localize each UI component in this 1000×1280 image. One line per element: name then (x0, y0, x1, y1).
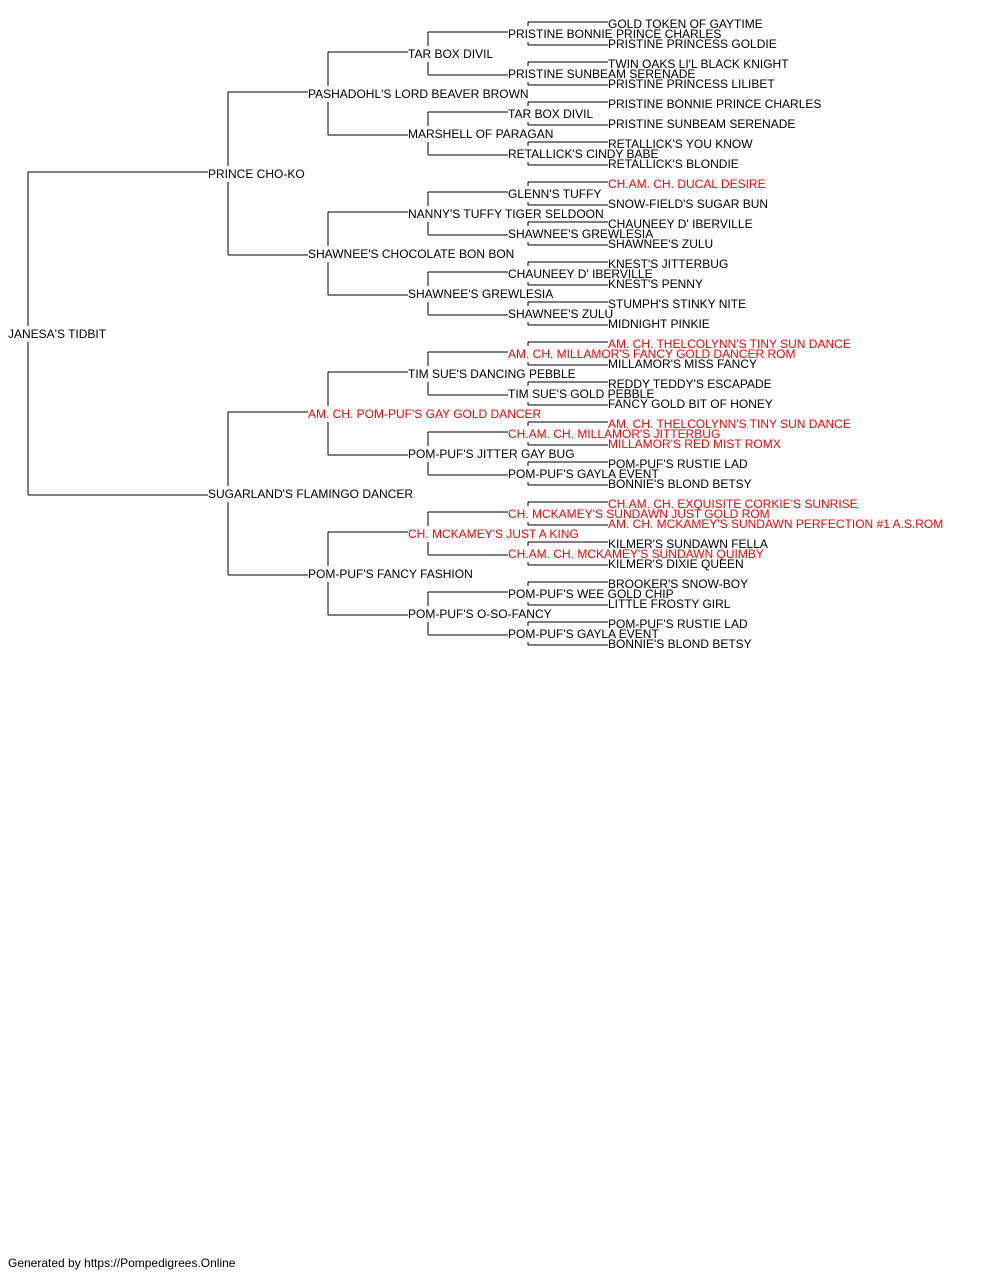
ancestor-name-gen5: BROOKER'S SNOW-BOY (608, 577, 748, 591)
ancestor-name-gen5: BONNIE'S BLOND BETSY (608, 477, 752, 491)
ancestor-name-gen5: KNEST'S JITTERBUG (608, 257, 728, 271)
ancestor-name-gen4: RETALLICK'S CINDY BABE (508, 147, 659, 161)
generated-by-footer: Generated by https://Pompedigrees.Online (8, 1256, 236, 1270)
ancestor-name-gen5-champion: CH.AM. CH. EXQUISITE CORKIE'S SUNRISE (608, 497, 858, 511)
ancestor-name-gen3: MARSHELL OF PARAGAN (408, 127, 553, 141)
ancestor-name-gen5: RETALLICK'S BLONDIE (608, 157, 739, 171)
pedigree-connectors (27, 21, 608, 646)
ancestor-name-gen0: JANESA'S TIDBIT (8, 327, 107, 341)
ancestor-name-gen2-champion: AM. CH. POM-PUF'S GAY GOLD DANCER (308, 407, 542, 421)
ancestor-name-gen5: CHAUNEEY D' IBERVILLE (608, 217, 753, 231)
ancestor-name-gen5-champion: AM. CH. MCKAMEY'S SUNDAWN PERFECTION #1 … (608, 517, 943, 531)
ancestor-name-gen3: NANNY'S TUFFY TIGER SELDOON (408, 207, 604, 221)
ancestor-name-gen4-champion: CH.AM. CH. MILLAMOR'S JITTERBUG (508, 427, 720, 441)
ancestor-name-gen3: SHAWNEE'S GREWLESIA (408, 287, 553, 301)
ancestor-name-gen5-champion: AM. CH. THELCOLYNN'S TINY SUN DANCE (608, 337, 851, 351)
ancestor-name-gen5: KILMER'S DIXIE QUEEN (608, 557, 744, 571)
ancestor-name-gen5: PRISTINE SUNBEAM SERENADE (608, 117, 795, 131)
ancestor-name-gen5: REDDY TEDDY'S ESCAPADE (608, 377, 772, 391)
ancestor-name-gen4: CHAUNEEY D' IBERVILLE (508, 267, 653, 281)
ancestor-name-gen4-champion: CH.AM. CH. MCKAMEY'S SUNDAWN QUIMBY (508, 547, 764, 561)
ancestor-name-gen4: GLENN'S TUFFY (508, 187, 601, 201)
ancestor-name-gen5: POM-PUF'S RUSTIE LAD (608, 617, 748, 631)
ancestor-name-gen4: POM-PUF'S WEE GOLD CHIP (508, 587, 674, 601)
ancestor-name-gen1: SUGARLAND'S FLAMINGO DANCER (208, 487, 413, 501)
ancestor-name-gen5: LITTLE FROSTY GIRL (608, 597, 731, 611)
ancestor-name-gen4: TIM SUE'S GOLD PEBBLE (508, 387, 654, 401)
ancestor-name-gen4: POM-PUF'S GAYLA EVENT (508, 627, 659, 641)
ancestor-name-gen5: STUMPH'S STINKY NITE (608, 297, 746, 311)
ancestor-name-gen4: SHAWNEE'S GREWLESIA (508, 227, 653, 241)
ancestor-name-gen2: POM-PUF'S FANCY FASHION (308, 567, 473, 581)
ancestor-name-gen3: TIM SUE'S DANCING PEBBLE (408, 367, 576, 381)
ancestor-name-gen4-champion: CH. MCKAMEY'S SUNDAWN JUST GOLD ROM (508, 507, 770, 521)
ancestor-name-gen4: POM-PUF'S GAYLA EVENT (508, 467, 659, 481)
ancestor-name-gen5-champion: CH.AM. CH. DUCAL DESIRE (608, 177, 766, 191)
ancestor-name-gen4-champion: AM. CH. MILLAMOR'S FANCY GOLD DANCER ROM (508, 347, 795, 361)
ancestor-name-gen3-champion: CH. MCKAMEY'S JUST A KING (408, 527, 579, 541)
ancestor-name-gen5-champion: AM. CH. THELCOLYNN'S TINY SUN DANCE (608, 417, 851, 431)
ancestor-name-gen5: MIDNIGHT PINKIE (608, 317, 710, 331)
ancestor-name-gen5: KILMER'S SUNDAWN FELLA (608, 537, 768, 551)
ancestor-name-gen1: PRINCE CHO-KO (208, 167, 305, 181)
ancestor-name-gen4: PRISTINE SUNBEAM SERENADE (508, 67, 695, 81)
ancestor-name-gen2: SHAWNEE'S CHOCOLATE BON BON (308, 247, 514, 261)
ancestor-name-gen5: SNOW-FIELD'S SUGAR BUN (608, 197, 768, 211)
ancestor-name-gen5: BONNIE'S BLOND BETSY (608, 637, 752, 651)
ancestor-name-gen5: TWIN OAKS LI'L BLACK KNIGHT (608, 57, 789, 71)
ancestor-name-gen5: FANCY GOLD BIT OF HONEY (608, 397, 773, 411)
ancestor-name-gen5: MILLAMOR'S MISS FANCY (608, 357, 757, 371)
ancestor-name-gen5: PRISTINE PRINCESS GOLDIE (608, 37, 777, 51)
ancestor-name-gen5: GOLD TOKEN OF GAYTIME (608, 17, 763, 31)
ancestor-name-gen5: PRISTINE BONNIE PRINCE CHARLES (608, 97, 821, 111)
ancestor-name-gen3: TAR BOX DIVIL (408, 47, 493, 61)
ancestor-name-gen4: SHAWNEE'S ZULU (508, 307, 613, 321)
ancestor-name-gen5: KNEST'S PENNY (608, 277, 703, 291)
ancestor-name-gen5-champion: MILLAMOR'S RED MIST ROMX (608, 437, 781, 451)
ancestor-name-gen4: TAR BOX DIVIL (508, 107, 593, 121)
ancestor-name-gen5: SHAWNEE'S ZULU (608, 237, 713, 251)
ancestor-name-gen2: PASHADOHL'S LORD BEAVER BROWN (308, 87, 529, 101)
ancestor-name-gen5: PRISTINE PRINCESS LILIBET (608, 77, 775, 91)
ancestor-name-gen3: POM-PUF'S O-SO-FANCY (408, 607, 552, 621)
ancestor-name-gen5: POM-PUF'S RUSTIE LAD (608, 457, 748, 471)
ancestor-name-gen3: POM-PUF'S JITTER GAY BUG (408, 447, 575, 461)
pedigree-names: JANESA'S TIDBIT PRINCE CHO-KO PASHADOHL'S … (8, 17, 943, 651)
ancestor-name-gen5: RETALLICK'S YOU KNOW (608, 137, 753, 151)
ancestor-name-gen4: PRISTINE BONNIE PRINCE CHARLES (508, 27, 721, 41)
